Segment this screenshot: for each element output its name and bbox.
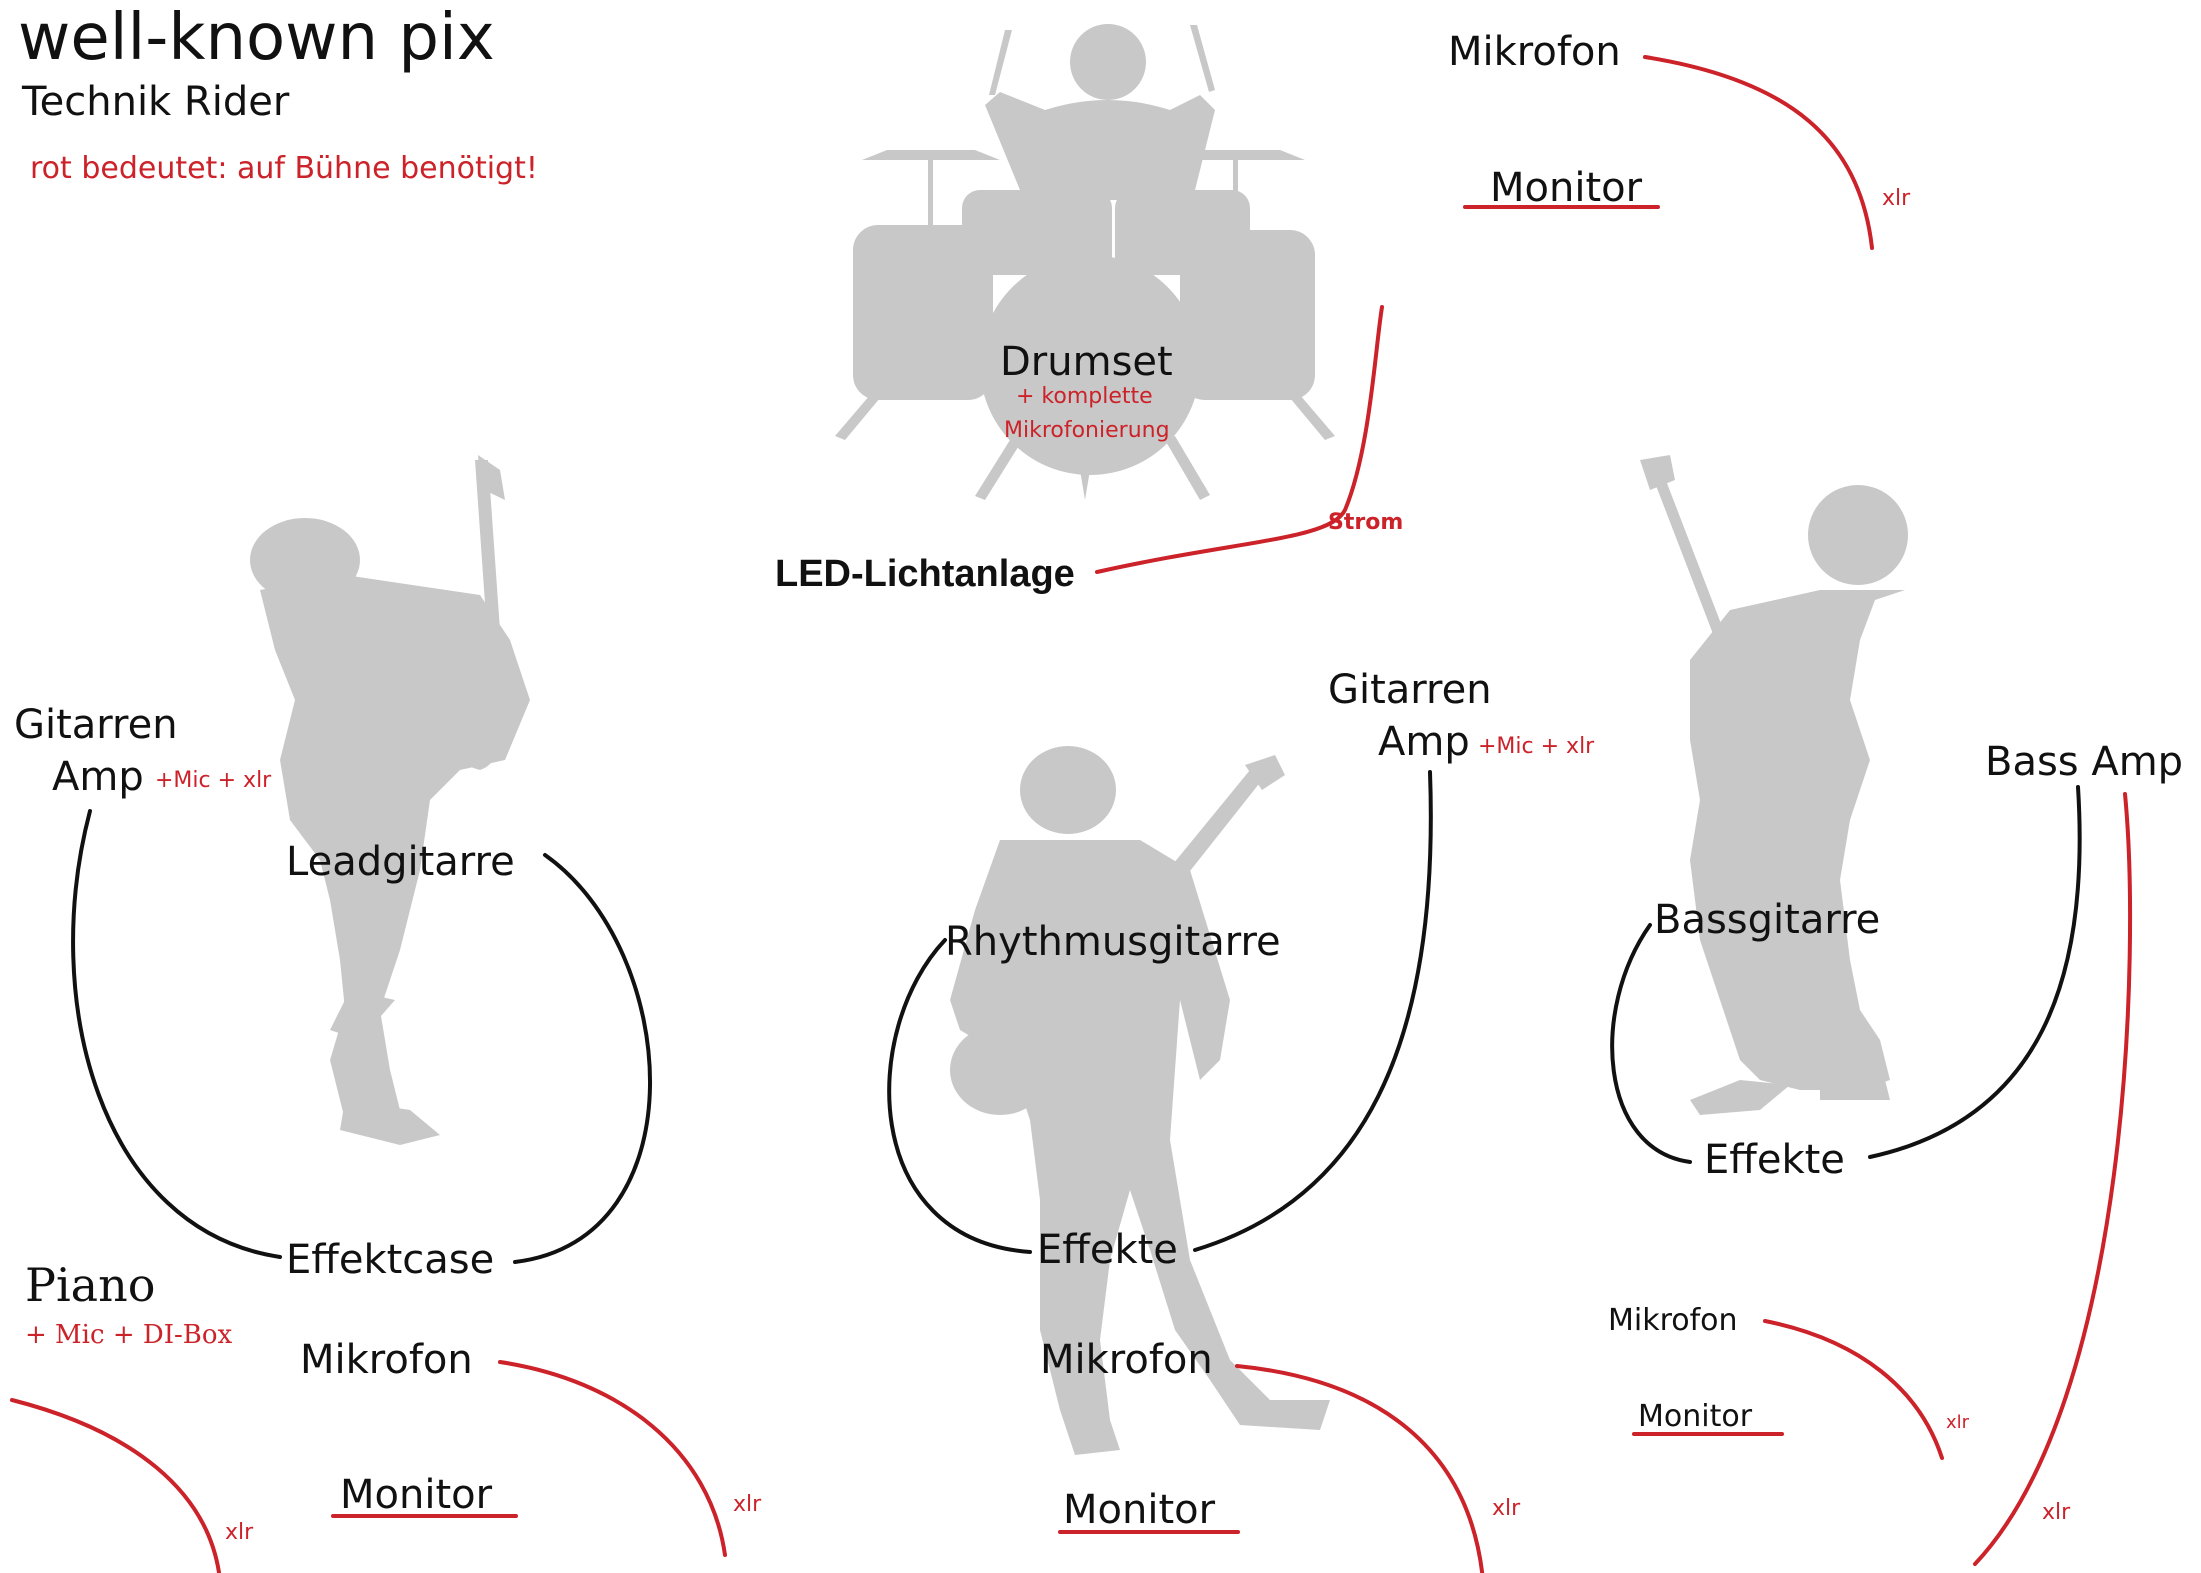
rhythm-amp-label-line1: Gitarren bbox=[1328, 667, 1492, 713]
piano-label: Piano bbox=[25, 1258, 156, 1312]
rhythm-to-effects-cable bbox=[887, 938, 1032, 1254]
bass-effects-label: Effekte bbox=[1704, 1137, 1845, 1183]
left-mic-cable bbox=[498, 1360, 727, 1557]
top-xlr-label: xlr bbox=[1882, 186, 1911, 211]
lead-amp-label-line1: Gitarren bbox=[14, 702, 178, 748]
bass-mic-label: Mikrofon bbox=[1608, 1303, 1738, 1338]
left-monitor-label: Monitor bbox=[340, 1472, 493, 1518]
black-cables bbox=[71, 770, 2082, 1264]
led-lights-label: LED-Lichtanlage bbox=[775, 553, 1075, 595]
drumset-note-line1: + komplette bbox=[1016, 384, 1153, 409]
rhythm-amp-note: +Mic + xlr bbox=[1478, 734, 1595, 759]
power-label: Strom bbox=[1328, 510, 1404, 535]
band-name: well-known pix bbox=[18, 1, 495, 75]
rhythm-guitarist-silhouette bbox=[950, 746, 1330, 1455]
bass-effects-to-amp-cable bbox=[1868, 785, 2082, 1159]
piano-note: + Mic + DI-Box bbox=[25, 1320, 233, 1350]
drumset-note-line2: Mikrofonierung bbox=[1004, 418, 1170, 443]
lead-amp-label-line2: Amp bbox=[52, 754, 144, 800]
lead-guitarist-silhouette bbox=[250, 455, 530, 1145]
left-xlr-label: xlr bbox=[733, 1492, 762, 1517]
bass-mic-xlr-label: xlr bbox=[1946, 1412, 1970, 1433]
top-mic-label: Mikrofon bbox=[1448, 29, 1621, 75]
rhythm-xlr-label: xlr bbox=[1492, 1496, 1521, 1521]
bass-guitarist-silhouette bbox=[1640, 455, 1908, 1115]
light-power-cable bbox=[1095, 305, 1384, 574]
drumset-label: Drumset bbox=[1000, 339, 1173, 385]
rhythm-mic-cable bbox=[1235, 1364, 1485, 1573]
top-mic-cable bbox=[1643, 55, 1874, 250]
bass-amp-cable bbox=[1973, 792, 2133, 1566]
bass-amp-xlr-label: xlr bbox=[2042, 1500, 2071, 1525]
lead-to-amp-cable bbox=[71, 809, 282, 1259]
bass-amp-label: Bass Amp bbox=[1985, 739, 2184, 785]
rhythm-effects-to-amp-cable bbox=[1193, 770, 1433, 1252]
bass-to-effects-cable bbox=[1610, 923, 1692, 1164]
left-mic-label: Mikrofon bbox=[300, 1337, 473, 1383]
lead-effects-label: Effektcase bbox=[286, 1237, 495, 1283]
drummer-silhouette bbox=[835, 24, 1335, 500]
piano-cable bbox=[10, 1398, 221, 1573]
rhythm-guitar-label: Rhythmusgitarre bbox=[945, 919, 1281, 965]
lead-to-effects-cable bbox=[513, 853, 652, 1264]
rhythm-amp-label-line2: Amp bbox=[1378, 719, 1470, 765]
bass-monitor-label: Monitor bbox=[1638, 1399, 1753, 1434]
red-cables bbox=[10, 55, 2133, 1573]
rhythm-monitor-label: Monitor bbox=[1063, 1487, 1216, 1533]
piano-xlr-label: xlr bbox=[225, 1520, 254, 1545]
color-legend-note: rot bedeutet: auf Bühne benötigt! bbox=[30, 151, 538, 186]
rhythm-mic-label: Mikrofon bbox=[1040, 1337, 1213, 1383]
lead-amp-note: +Mic + xlr bbox=[155, 768, 272, 793]
document-subtitle: Technik Rider bbox=[22, 79, 290, 125]
top-monitor-label: Monitor bbox=[1490, 165, 1643, 211]
rhythm-effects-label: Effekte bbox=[1037, 1227, 1178, 1273]
lead-guitar-label: Leadgitarre bbox=[286, 839, 515, 885]
bass-guitar-label: Bassgitarre bbox=[1654, 897, 1881, 943]
bass-mic-cable bbox=[1763, 1319, 1944, 1460]
